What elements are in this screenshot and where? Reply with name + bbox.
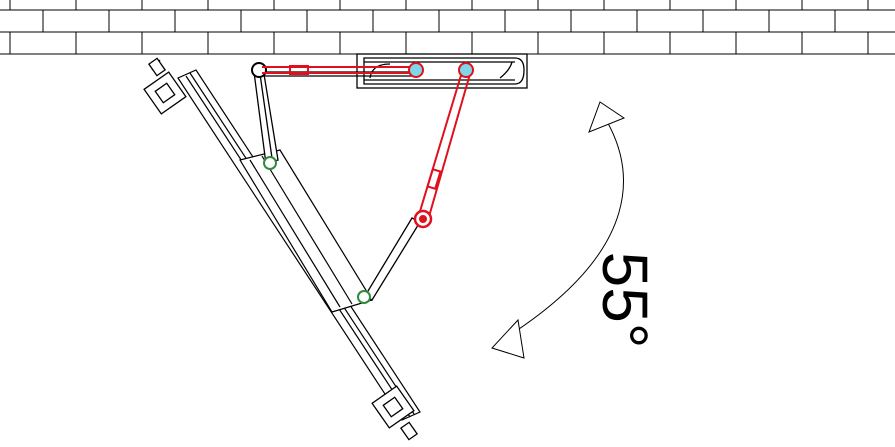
pivot-bracket-left — [408, 62, 424, 78]
wall-bracket — [356, 53, 528, 89]
brick-joints-top-partial — [9, 0, 869, 10]
pivot-door-lower — [357, 290, 371, 304]
red-arm — [262, 65, 471, 229]
swing-arc — [491, 101, 626, 359]
arc-arrowhead-bottom — [491, 318, 525, 359]
adjuster-upper — [289, 65, 309, 75]
pivot-door-upper — [263, 156, 277, 170]
pivot-bracket-right — [458, 62, 474, 78]
bracket-pivots — [408, 62, 474, 78]
brick-joints-row1 — [42, 10, 836, 32]
door-panel — [143, 57, 421, 441]
arc-arrowhead-top — [588, 101, 626, 133]
hinge-bottom — [371, 385, 419, 441]
hinge-top — [143, 57, 187, 115]
brick-wall — [0, 0, 895, 55]
brick-joints-row2 — [9, 32, 869, 54]
angle-label: 55° — [589, 251, 661, 349]
adjuster-lower — [426, 167, 442, 191]
black-arm — [251, 62, 421, 304]
pivot-arm-top — [251, 62, 267, 78]
